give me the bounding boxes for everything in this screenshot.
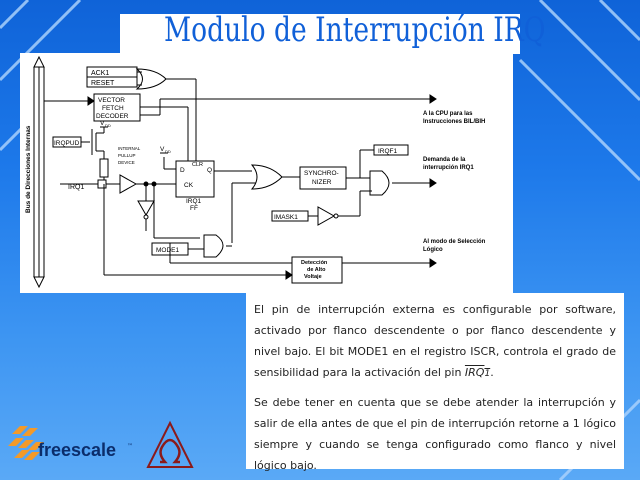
paragraph-1-text: El pin de interrupción externa es config…	[254, 303, 616, 379]
paragraph-2: Se debe tener en cuenta que se debe aten…	[254, 396, 616, 472]
ff-name-1: IRQ1	[186, 198, 202, 205]
freescale-logo: freescale ™	[6, 418, 136, 476]
ff-name-2: FF	[190, 205, 198, 212]
irq-block-diagram: Bus de Direcciones Internas ACK1 RESET V…	[20, 53, 513, 293]
omega-logo	[146, 420, 194, 470]
paragraph-1-end: .	[490, 366, 494, 379]
ff-clr-label: CLR	[192, 162, 203, 168]
deteccion-label-2: de Alto	[307, 267, 326, 273]
mode1-label: MODE1	[156, 247, 180, 254]
pullup-label-2: PULLUP	[118, 153, 136, 158]
slide-title: Modulo de Interrupción IRQ	[164, 10, 546, 50]
irqpud-label: IRQPUD	[54, 140, 80, 147]
vector-label-3: DECODER	[96, 113, 129, 120]
note-cpu-1: A la CPU para las	[423, 111, 473, 117]
vector-label-1: VECTOR	[98, 97, 125, 104]
description-box: El pin de interrupción externa es config…	[246, 293, 624, 472]
note-cpu-2: Instrucciones BIL/BIH	[423, 119, 485, 125]
deteccion-label-3: Voltaje	[304, 274, 322, 280]
deteccion-label-1: Detección	[301, 260, 328, 266]
irqf1-label: IRQF1	[378, 148, 398, 155]
note-mode-2: Lógico	[423, 247, 443, 253]
omega-triangle-icon	[146, 420, 194, 468]
ff-ck-label: CK	[184, 182, 194, 189]
note-demand-2: interrupción IRQ1	[423, 165, 474, 171]
bus-label: Bus de Direcciones Internas	[25, 125, 32, 213]
irq-pin-sub: 1	[484, 369, 491, 379]
irq-pin-text: IRQ	[464, 366, 485, 379]
title-band	[120, 14, 520, 54]
vdd-sub-2: DD	[165, 149, 171, 154]
ff-d-label: D	[180, 167, 185, 174]
vdd-label-1: V	[100, 120, 105, 127]
note-demand-1: Demanda de la	[423, 157, 466, 163]
vector-label-2: FETCH	[102, 105, 124, 112]
vdd-sub-1: DD	[105, 123, 111, 128]
vdd-label-2: V	[160, 146, 165, 153]
sync-label-1: SYNCHRO-	[304, 170, 339, 177]
irq1-pin-label: IRQ1	[68, 184, 84, 191]
irq-schematic: Bus de Direcciones Internas ACK1 RESET V…	[25, 55, 486, 289]
freescale-logo-graphic: freescale ™	[8, 426, 133, 460]
trademark-mark: ™	[127, 443, 133, 450]
ff-q-label: Q	[207, 167, 212, 174]
reset-label: RESET	[91, 80, 115, 87]
irq-pin-name: IRQ1	[465, 366, 490, 379]
pullup-label-3: DEVICE	[118, 160, 135, 165]
freescale-wordmark: freescale	[38, 440, 116, 460]
ack1-label: ACK1	[91, 70, 109, 77]
sync-label-2: NIZER	[312, 179, 332, 186]
pullup-label-1: INTERNAL	[118, 146, 141, 151]
paragraph-1: El pin de interrupción externa es config…	[254, 299, 616, 385]
note-mode-1: Al modo de Selección	[423, 239, 486, 245]
imask1-label: IMASK1	[274, 214, 298, 221]
